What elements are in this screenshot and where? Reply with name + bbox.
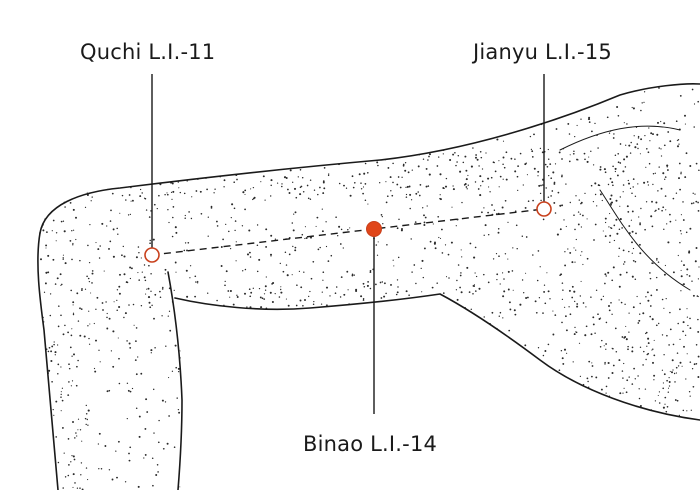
binao-label: Binao L.I.-14 [303,432,438,456]
jianyu-label: Jianyu L.I.-15 [473,40,612,64]
quchi-label: Quchi L.I.-11 [80,40,216,64]
quchi-point-marker[interactable] [144,247,160,263]
arm-outline [37,83,700,491]
binao-point-marker[interactable] [366,221,382,237]
meridian-dashed-line [151,208,545,256]
stipple-shading [38,83,700,491]
jianyu-point-marker[interactable] [536,201,552,217]
